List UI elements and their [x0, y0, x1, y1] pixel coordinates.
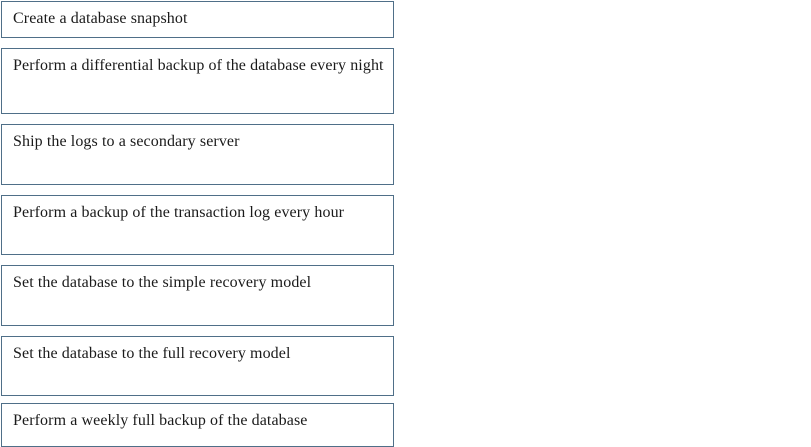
option-label: Perform a backup of the transaction log …: [13, 204, 345, 221]
option-label: Perform a differential backup of the dat…: [13, 57, 384, 74]
option-differential-backup-nightly[interactable]: Perform a differential backup of the dat…: [1, 48, 394, 114]
option-label: Ship the logs to a secondary server: [13, 133, 240, 150]
answer-options-list: Create a database snapshot Perform a dif…: [0, 0, 400, 447]
option-simple-recovery-model[interactable]: Set the database to the simple recovery …: [1, 265, 394, 326]
option-label: Set the database to the full recovery mo…: [13, 345, 291, 362]
option-label: Set the database to the simple recovery …: [13, 274, 312, 291]
option-label: Create a database snapshot: [13, 10, 188, 27]
option-label: Perform a weekly full backup of the data…: [13, 412, 308, 429]
option-ship-logs-secondary-server[interactable]: Ship the logs to a secondary server: [1, 124, 394, 185]
option-full-recovery-model[interactable]: Set the database to the full recovery mo…: [1, 336, 394, 396]
option-weekly-full-backup[interactable]: Perform a weekly full backup of the data…: [1, 403, 394, 447]
option-create-database-snapshot[interactable]: Create a database snapshot: [1, 1, 394, 38]
option-transaction-log-backup-hourly[interactable]: Perform a backup of the transaction log …: [1, 195, 394, 255]
